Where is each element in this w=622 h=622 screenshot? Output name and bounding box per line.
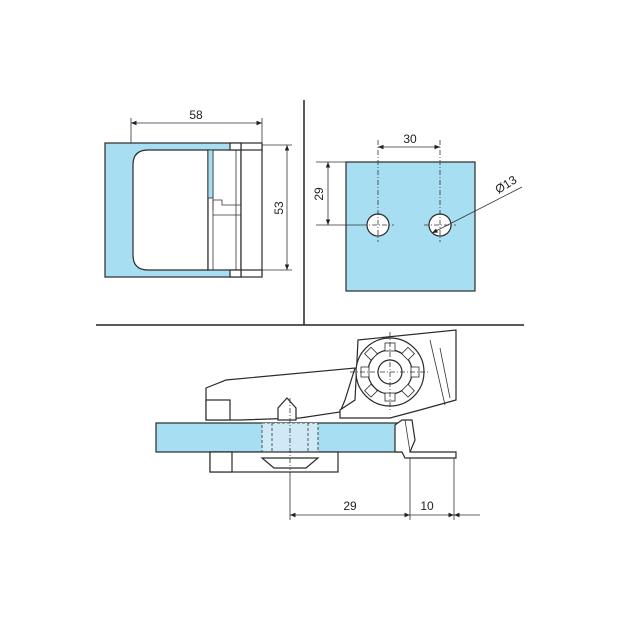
height-dimension-label: 53 xyxy=(272,201,286,215)
clamp-plate xyxy=(240,144,263,276)
bottom-view: 29 10 xyxy=(155,329,480,520)
hole-offset-label: 29 xyxy=(312,187,326,201)
hole-diameter-label: Ø13 xyxy=(493,172,520,196)
hole-spacing-label: 30 xyxy=(403,132,417,146)
dimension-10-label: 10 xyxy=(420,499,434,513)
clamp-cap xyxy=(207,149,242,271)
clamp-arm xyxy=(205,367,356,421)
bracket-hook xyxy=(394,419,457,459)
top-right-view: 30 29 Ø13 xyxy=(312,132,523,292)
glass-panel-right xyxy=(345,161,476,292)
width-dimension-label: 58 xyxy=(189,108,203,122)
top-left-view: 58 53 xyxy=(104,108,292,278)
clamp-body xyxy=(132,149,209,271)
dimension-29-label: 29 xyxy=(343,499,357,513)
screw-head xyxy=(277,397,297,421)
